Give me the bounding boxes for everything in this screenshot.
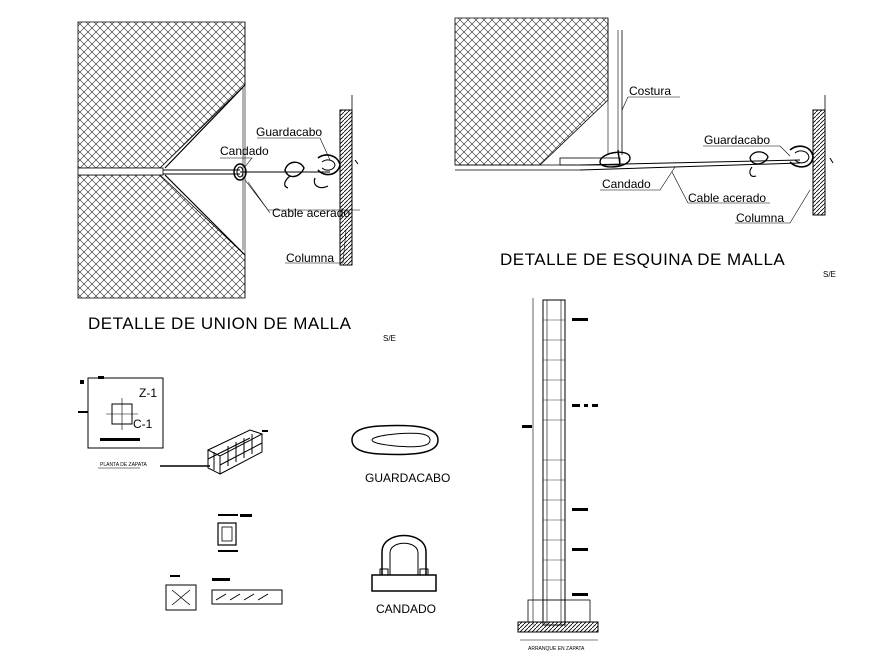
corner-label-cable: Cable acerado — [688, 191, 766, 205]
footing-column-label: C-1 — [133, 417, 153, 431]
column-elevation-body — [542, 299, 566, 626]
footing-section-small — [165, 514, 283, 611]
union-candado-clamp — [233, 163, 247, 181]
corner-candado-clamp — [599, 149, 631, 168]
union-detail: Guardacabo Candado Cable acerado Columna… — [77, 21, 396, 343]
corner-scale: S/E — [823, 270, 836, 279]
union-label-columna: Columna — [286, 251, 334, 265]
union-label-candado: Candado — [220, 144, 269, 158]
column-elevation: ARRANQUE EN ZAPATA — [517, 298, 599, 652]
union-mesh-lower — [77, 174, 246, 299]
corner-column — [812, 109, 826, 216]
column-elevation-caption: ARRANQUE EN ZAPATA — [528, 646, 585, 652]
union-seam — [77, 167, 164, 176]
corner-label-candado: Candado — [602, 177, 651, 191]
union-v-cable — [164, 84, 246, 256]
union-label-cable: Cable acerado — [272, 206, 350, 220]
corner-title: DETALLE DE ESQUINA DE MALLA — [500, 250, 785, 269]
candado-label: CANDADO — [376, 602, 436, 616]
corner-main-cable — [579, 159, 801, 171]
union-title: DETALLE DE UNION DE MALLA — [88, 314, 352, 333]
footing-rebar-cage — [160, 429, 268, 475]
union-mesh-upper — [77, 21, 246, 169]
union-label-guardacabo: Guardacabo — [256, 125, 322, 139]
corner-label-guardacabo: Guardacabo — [704, 133, 770, 147]
union-column — [339, 109, 353, 266]
union-scale: S/E — [383, 334, 396, 343]
guardacabo-label: GUARDACABO — [365, 471, 450, 485]
footing-plan: Z-1 C-1 PLANTA DE ZAPATA — [78, 376, 283, 611]
union-main-cable — [163, 169, 240, 175]
corner-mesh — [454, 17, 609, 166]
column-elevation-footing — [517, 621, 599, 633]
guardacabo-component: GUARDACABO — [351, 424, 450, 485]
corner-detail: Costura Guardacabo Candado Cable acerado… — [454, 17, 836, 279]
footing-zapata-label: Z-1 — [139, 386, 157, 400]
corner-label-costura: Costura — [629, 84, 671, 98]
candado-component: CANDADO — [371, 534, 437, 616]
footing-caption: PLANTA DE ZAPATA — [100, 462, 148, 468]
union-guardacabo-thimble — [284, 154, 341, 189]
corner-label-columna: Columna — [736, 211, 784, 225]
